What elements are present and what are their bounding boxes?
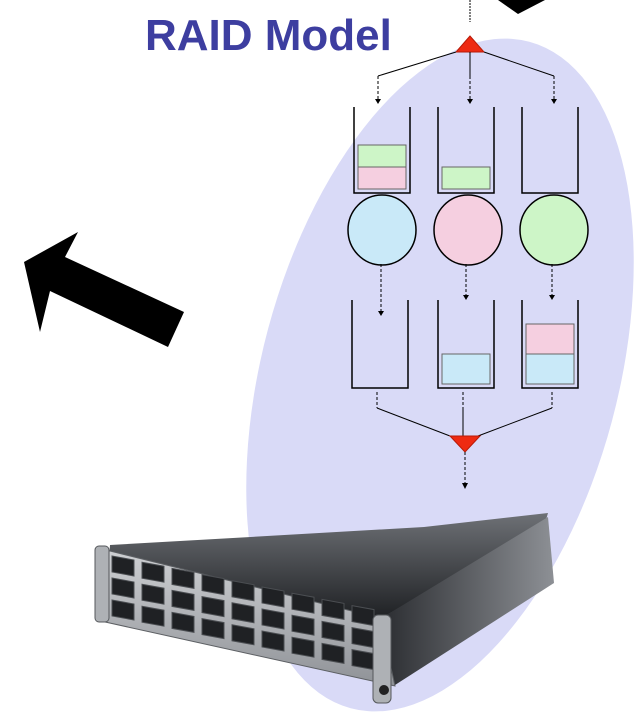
queue-block-green [441,166,491,190]
drive-bay [291,614,315,636]
top-queues [353,107,579,194]
diagram-title: RAID Model [145,11,392,60]
server-node-3 [519,194,589,266]
queue-block-blue [525,353,575,385]
drive-bay [111,599,135,621]
incoming-arrow-icon [498,0,545,14]
drive-bay [141,583,165,605]
drive-bay [231,602,255,624]
queue-block-green [357,144,407,168]
drive-bay [321,642,345,664]
queue-top-1 [353,107,411,194]
queue-top-3 [521,107,579,194]
fan-out-lines [377,51,555,100]
drive-bay [291,636,315,658]
server-output-lines [380,264,553,312]
drive-bay [201,574,225,596]
drive-bay [231,580,255,602]
queue-top-2 [437,107,495,194]
queue-bottom-3 [521,300,579,389]
output-arrowhead [462,483,468,489]
drive-bay [171,567,195,589]
drive-bay [261,586,285,608]
servers [347,194,589,266]
drive-bay [171,589,195,611]
drive-bay [141,561,165,583]
fan-out-arrowheads [375,99,557,104]
drive-bay [141,605,165,627]
drive-bay [321,598,345,620]
drive-bay [111,577,135,599]
drive-bay [201,596,225,618]
drive-bay [171,611,195,633]
drive-bay [231,624,255,646]
fan-in-lines [376,392,553,437]
merge-triangle-icon [448,435,482,453]
queue-block-pink [357,166,407,190]
drive-bay [351,627,375,649]
bottom-queues [351,300,579,389]
drive-bay [111,555,135,577]
drive-bay [351,649,375,671]
queue-block-blue [441,353,491,385]
drive-bay [291,592,315,614]
queue-bottom-1 [351,300,409,389]
big-arrow-icon [24,232,184,347]
server-rack-icon [94,513,554,704]
drive-bay [261,630,285,652]
server-output-arrowheads [378,295,555,316]
server-node-1 [347,194,417,266]
server-node-2 [433,194,503,266]
drive-bay [201,618,225,640]
queue-block-pink [525,323,575,355]
drive-bay [321,620,345,642]
drive-bay [351,605,375,627]
drive-bay [261,608,285,630]
queue-bottom-2 [437,300,495,389]
